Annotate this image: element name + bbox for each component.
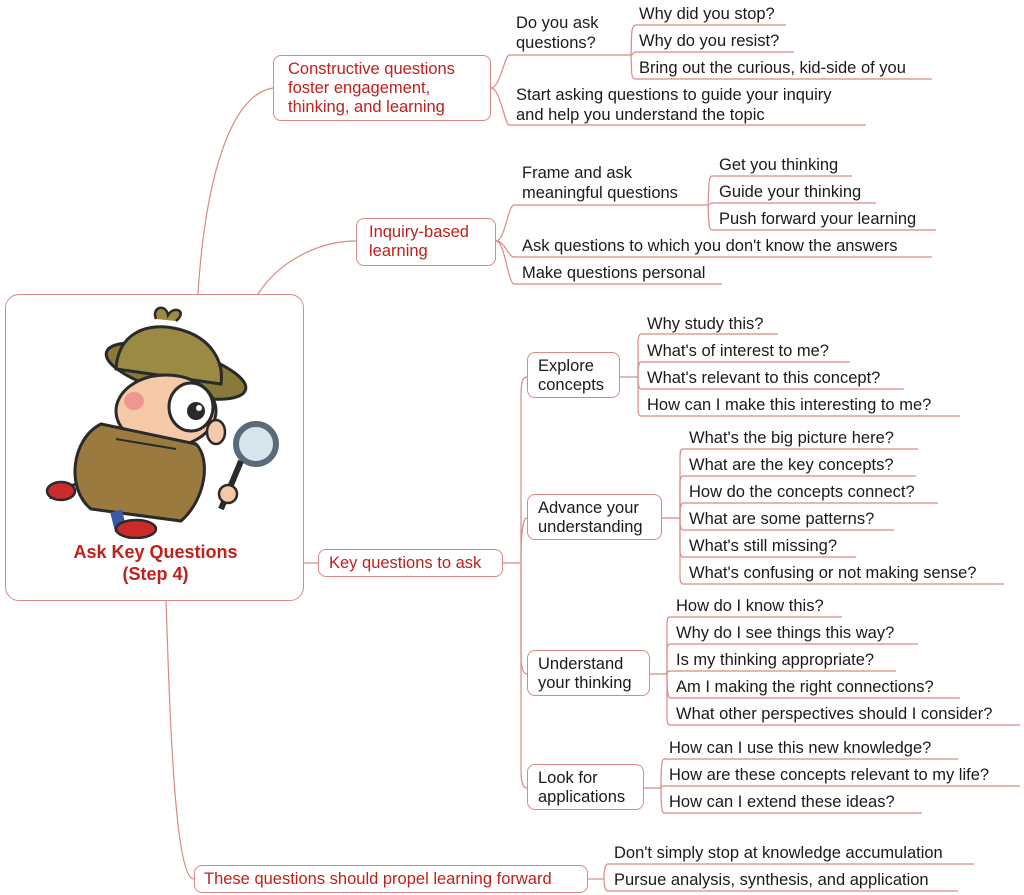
topic-understand-your-thinking[interactable]: Understand your thinking	[527, 650, 650, 696]
topic-label-line: and help you understand the topic	[516, 106, 765, 124]
topic-label-line: your thinking	[538, 674, 632, 692]
topic-label-line: meaningful questions	[522, 184, 678, 202]
leaf-relevant-to-life[interactable]: How are these concepts relevant to my li…	[669, 766, 990, 784]
leaf-key-concepts[interactable]: What are the key concepts?	[689, 456, 894, 474]
leaf-get-you-thinking[interactable]: Get you thinking	[719, 156, 839, 174]
branch-label-line: thinking, and learning	[288, 98, 445, 116]
topic-label-line: applications	[538, 788, 626, 806]
branch-label-line: Inquiry-based	[369, 223, 469, 241]
branch-label-line: Constructive questions	[288, 60, 455, 78]
topic-label-line: Look for	[538, 769, 598, 787]
leaf-whats-relevant[interactable]: What's relevant to this concept?	[647, 369, 881, 387]
branch-inquiry-based-learning[interactable]: Inquiry-based learning	[356, 218, 496, 266]
leaf-big-picture[interactable]: What's the big picture here?	[689, 429, 894, 447]
leaf-thinking-appropriate[interactable]: Is my thinking appropriate?	[676, 651, 875, 669]
leaf-right-connections[interactable]: Am I making the right connections?	[676, 678, 934, 696]
branch-constructive-questions[interactable]: Constructive questions foster engagement…	[273, 55, 491, 121]
topic-label-line: Start asking questions to guide your inq…	[516, 86, 832, 104]
leaf-why-study-this[interactable]: Why study this?	[647, 315, 764, 333]
topic-label-line: Explore	[538, 357, 594, 375]
leaf-some-patterns[interactable]: What are some patterns?	[689, 510, 875, 528]
topic-label-line: understanding	[538, 518, 643, 536]
leaf-how-do-i-know[interactable]: How do I know this?	[676, 597, 824, 615]
topic-label-line: Do you ask	[516, 14, 599, 32]
topic-make-questions-personal[interactable]: Make questions personal	[522, 264, 706, 282]
topic-ask-questions-unknown[interactable]: Ask questions to which you don't know th…	[522, 237, 898, 255]
leaf-confusing[interactable]: What's confusing or not making sense?	[689, 564, 977, 582]
topic-do-you-ask-questions[interactable]: Do you ask questions?	[516, 13, 599, 53]
branch-label: These questions should propel learning f…	[204, 870, 552, 888]
topic-start-asking-questions[interactable]: Start asking questions to guide your inq…	[516, 85, 832, 125]
branch-label-line: learning	[369, 242, 428, 260]
topic-label-line: Advance your	[538, 499, 639, 517]
central-title-line1: Ask Key Questions	[73, 542, 238, 562]
topic-advance-understanding[interactable]: Advance your understanding	[527, 494, 662, 540]
leaf-push-forward-learning[interactable]: Push forward your learning	[719, 210, 917, 228]
topic-label-line: Frame and ask	[522, 164, 633, 182]
leaf-concepts-connect[interactable]: How do the concepts connect?	[689, 483, 915, 501]
topic-look-for-applications[interactable]: Look for applications	[527, 764, 644, 810]
leaf-still-missing[interactable]: What's still missing?	[689, 537, 838, 555]
leaf-guide-your-thinking[interactable]: Guide your thinking	[719, 183, 862, 201]
topic-label-line: Understand	[538, 655, 624, 673]
leaf-dont-stop[interactable]: Don't simply stop at knowledge accumulat…	[614, 844, 943, 862]
central-topic[interactable]: Ask Key Questions (Step 4)	[5, 294, 304, 601]
leaf-other-perspectives[interactable]: What other perspectives should I conside…	[676, 705, 993, 723]
leaf-why-see-things[interactable]: Why do I see things this way?	[676, 624, 895, 642]
branch-propel-learning[interactable]: These questions should propel learning f…	[194, 865, 588, 893]
leaf-why-do-you-resist[interactable]: Why do you resist?	[639, 32, 780, 50]
central-title-line2: (Step 4)	[122, 564, 189, 584]
central-title: Ask Key Questions (Step 4)	[6, 541, 305, 585]
branch-key-questions-to-ask[interactable]: Key questions to ask	[318, 549, 503, 577]
leaf-whats-of-interest[interactable]: What's of interest to me?	[647, 342, 829, 360]
topic-explore-concepts[interactable]: Explore concepts	[527, 352, 620, 398]
branch-label: Key questions to ask	[329, 554, 482, 572]
leaf-pursue-analysis[interactable]: Pursue analysis, synthesis, and applicat…	[614, 871, 929, 889]
leaf-extend-ideas[interactable]: How can I extend these ideas?	[669, 793, 895, 811]
leaf-why-did-you-stop[interactable]: Why did you stop?	[639, 5, 775, 23]
leaf-bring-out-curious[interactable]: Bring out the curious, kid-side of you	[639, 59, 906, 77]
topic-label-line: concepts	[538, 376, 605, 394]
detective-icon	[45, 306, 279, 539]
topic-frame-and-ask[interactable]: Frame and ask meaningful questions	[522, 163, 678, 203]
leaf-make-interesting[interactable]: How can I make this interesting to me?	[647, 396, 932, 414]
branch-label-line: foster engagement,	[288, 79, 431, 97]
topic-label-line: questions?	[516, 34, 596, 52]
leaf-use-new-knowledge[interactable]: How can I use this new knowledge?	[669, 739, 932, 757]
